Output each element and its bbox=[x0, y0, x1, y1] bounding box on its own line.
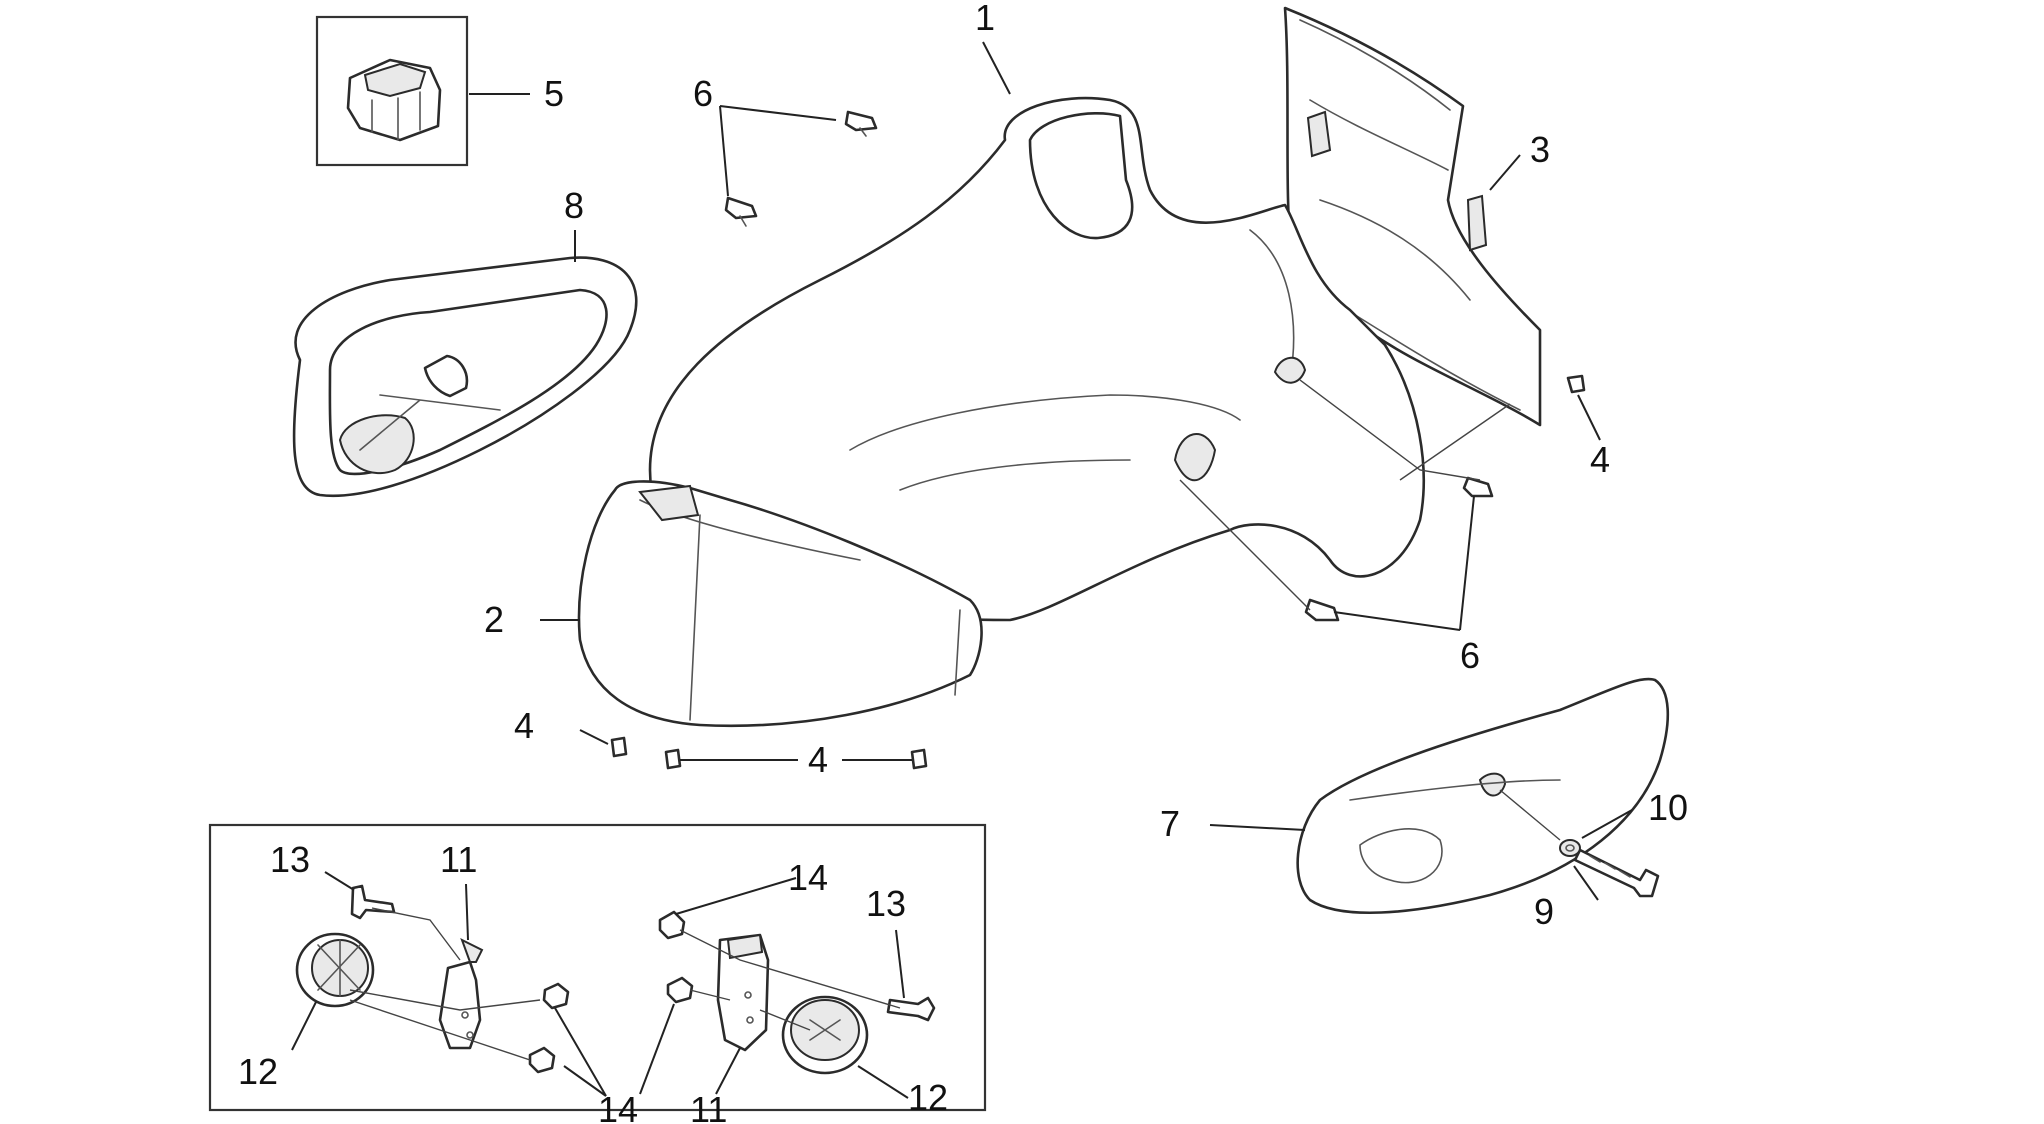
callout-11-right: 11 bbox=[690, 1089, 727, 1124]
callout-13-right: 13 bbox=[866, 883, 906, 924]
part-9-bolt bbox=[1573, 848, 1660, 898]
inset-frame bbox=[315, 15, 469, 167]
part-14-nut-d bbox=[666, 976, 694, 1004]
callout-12-right: 12 bbox=[908, 1077, 948, 1118]
callout-10: 10 bbox=[1648, 787, 1688, 828]
part-11-bracket-left bbox=[438, 937, 484, 1050]
part-5-inset bbox=[315, 15, 469, 167]
part-10-washer bbox=[1559, 839, 1581, 857]
callout-11-left: 11 bbox=[440, 839, 477, 880]
part-4-screw-a bbox=[1566, 374, 1586, 394]
part-6-screw-d bbox=[1462, 476, 1494, 498]
callout-14-top: 14 bbox=[788, 857, 828, 898]
part-12-horn-right bbox=[781, 995, 869, 1075]
part-5-clip bbox=[346, 58, 442, 142]
part-14-nut-c bbox=[658, 910, 686, 940]
part-13-bolt-right bbox=[886, 996, 936, 1022]
part-6-screw-c bbox=[1304, 598, 1340, 622]
assembly-lines bbox=[349, 379, 1561, 1061]
part-1-front-shield bbox=[648, 96, 1425, 622]
leader-lines bbox=[291, 41, 1633, 1099]
callout-12-left: 12 bbox=[238, 1051, 278, 1092]
part-4-screw-c bbox=[664, 748, 682, 770]
callout-13-left: 13 bbox=[270, 839, 310, 880]
horn-inset-frame bbox=[208, 823, 987, 1112]
callout-3: 3 bbox=[1530, 129, 1550, 170]
callout-4-bottom: 4 bbox=[808, 739, 828, 780]
callout-2: 2 bbox=[484, 599, 504, 640]
part-4-screw-d bbox=[910, 748, 928, 770]
part-8-oval-bracket bbox=[292, 256, 638, 497]
part-12-horn-left bbox=[295, 932, 375, 1008]
part-6-screw-a bbox=[844, 110, 878, 137]
callout-1: 1 bbox=[975, 0, 995, 38]
part-4-screw-b bbox=[610, 736, 628, 758]
callout-6-bottom: 6 bbox=[1460, 635, 1480, 676]
callout-6-top: 6 bbox=[693, 73, 713, 114]
callout-4-left: 4 bbox=[514, 705, 534, 746]
callout-4-right: 4 bbox=[1590, 439, 1610, 480]
part-2-lower-cover bbox=[577, 480, 983, 728]
part-14-nut-a bbox=[542, 982, 570, 1010]
callout-8: 8 bbox=[564, 185, 584, 226]
callout-14-bottom-a: 14 bbox=[598, 1089, 638, 1124]
part-13-bolt-left bbox=[350, 884, 396, 920]
callout-9: 9 bbox=[1534, 891, 1554, 932]
part-11-bracket-right bbox=[716, 933, 770, 1052]
part-6-screw-b bbox=[724, 196, 758, 227]
callout-7: 7 bbox=[1160, 803, 1180, 844]
callout-5: 5 bbox=[544, 73, 564, 114]
callout-labels: 1 2 3 4 4 4 5 6 6 7 8 9 10 11 11 12 12 1… bbox=[238, 0, 1688, 1124]
part-3-inner-shield bbox=[1283, 6, 1542, 427]
part-14-nut-b bbox=[528, 1046, 556, 1074]
